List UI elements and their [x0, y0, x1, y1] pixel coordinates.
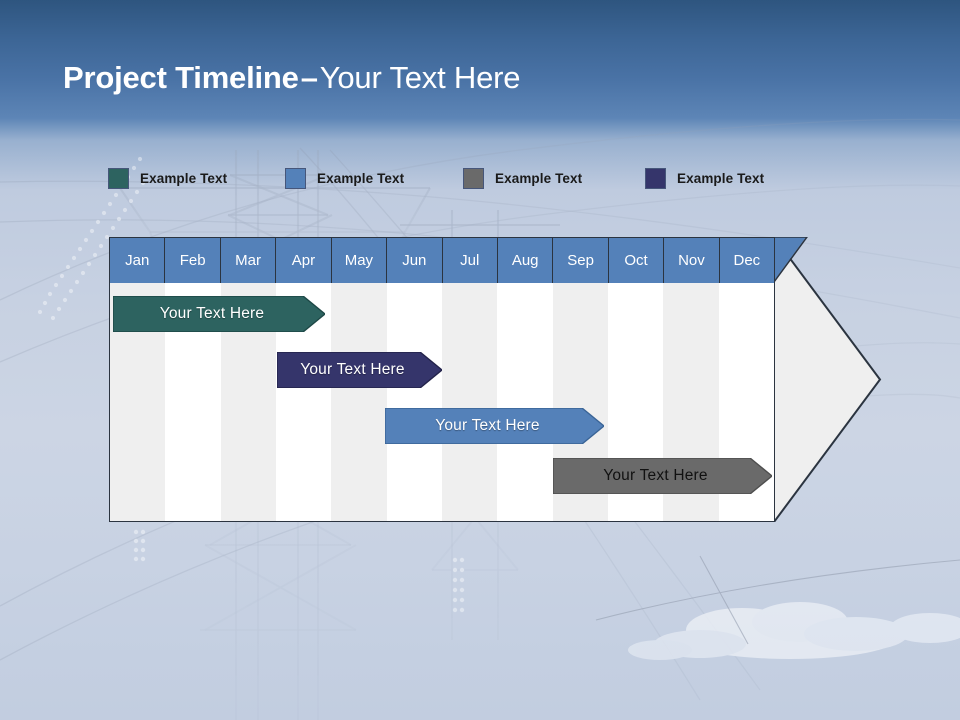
task-bar-2[interactable]: Your Text Here: [277, 352, 442, 388]
month-header-feb[interactable]: Feb: [165, 238, 221, 283]
legend-label-1: Example Text: [140, 171, 228, 186]
legend: Example Text Example Text Example Text E…: [108, 168, 828, 194]
page-title: Project Timeline–Your Text Here: [63, 58, 520, 98]
column-feb: [165, 238, 221, 521]
legend-item-3[interactable]: Example Text: [463, 168, 582, 189]
column-jul: [441, 238, 498, 521]
legend-item-1[interactable]: Example Text: [108, 168, 227, 189]
month-header-aug[interactable]: Aug: [497, 238, 554, 283]
legend-label-3: Example Text: [495, 171, 583, 186]
month-header-dec[interactable]: Dec: [719, 238, 775, 283]
legend-label-4: Example Text: [677, 171, 765, 186]
month-header-nov[interactable]: Nov: [664, 238, 720, 283]
legend-label-2: Example Text: [317, 171, 405, 186]
title-light-part: Your Text Here: [319, 60, 521, 95]
task-bar-1-label: Your Text Here: [159, 305, 265, 322]
month-header-apr[interactable]: Apr: [276, 238, 332, 283]
month-header-jul[interactable]: Jul: [442, 238, 498, 283]
task-bar-1[interactable]: Your Text Here: [113, 296, 325, 332]
legend-swatch-gray-icon: [463, 168, 484, 189]
legend-swatch-navy-icon: [645, 168, 666, 189]
legend-item-2[interactable]: Example Text: [285, 168, 404, 189]
column-jan: [110, 238, 166, 521]
title-dash: –: [300, 60, 318, 95]
timeline-arrowhead: [774, 237, 882, 522]
month-header-mar[interactable]: Mar: [220, 238, 277, 283]
month-header-may[interactable]: May: [331, 238, 388, 283]
month-header-row: Jan Feb Mar Apr May Jun Jul Aug Sep Oct …: [110, 238, 775, 283]
task-bar-4[interactable]: Your Text Here: [553, 458, 772, 494]
legend-swatch-blue-icon: [285, 168, 306, 189]
column-mar: [220, 238, 276, 521]
task-bar-3[interactable]: Your Text Here: [385, 408, 604, 444]
month-header-jun[interactable]: Jun: [387, 238, 443, 283]
task-bar-4-label: Your Text Here: [603, 467, 708, 484]
month-header-oct[interactable]: Oct: [608, 238, 665, 283]
task-bar-3-label: Your Text Here: [435, 417, 540, 434]
month-header-sep[interactable]: Sep: [553, 238, 609, 283]
month-header-jan[interactable]: Jan: [110, 238, 166, 283]
column-aug: [497, 238, 553, 521]
task-bar-2-label: Your Text Here: [300, 361, 405, 378]
title-bold-part: Project Timeline: [63, 60, 299, 95]
legend-item-4[interactable]: Example Text: [645, 168, 764, 189]
legend-swatch-teal-icon: [108, 168, 129, 189]
timeline-chart: Jan Feb Mar Apr May Jun Jul Aug Sep Oct …: [109, 237, 775, 522]
